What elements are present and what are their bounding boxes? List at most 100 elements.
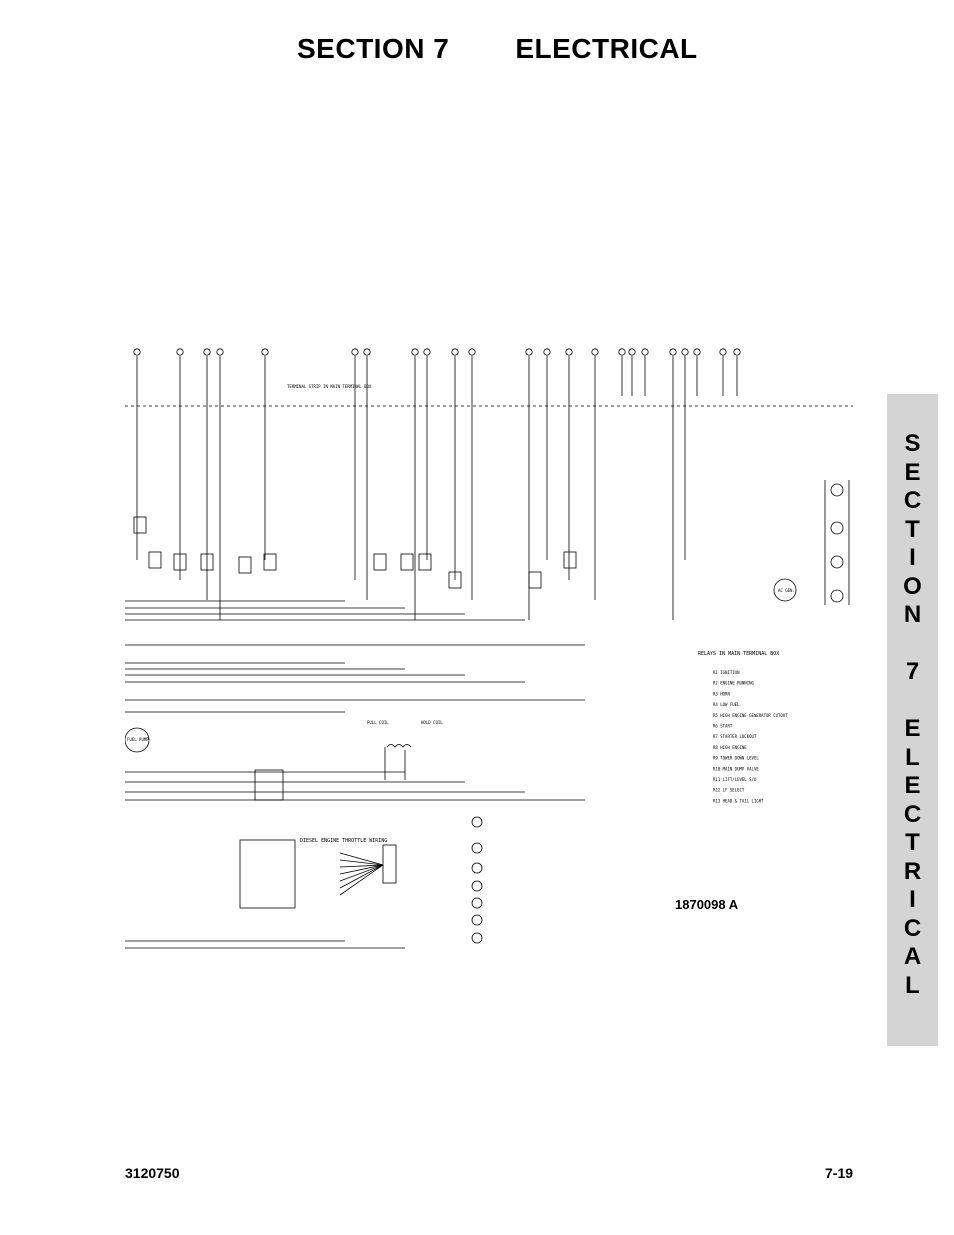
actuator <box>382 844 397 884</box>
throttle-wire <box>339 864 384 882</box>
relay-coil <box>173 553 187 571</box>
relay-coil <box>133 516 147 534</box>
relay-entry: R4 LOW FUEL <box>713 702 740 707</box>
connector-pin <box>468 348 476 356</box>
page-number: 7-19 <box>825 1165 854 1181</box>
top-connectors <box>133 348 741 396</box>
connector-pin <box>719 348 727 356</box>
connector-pin <box>733 348 741 356</box>
throttle-wire <box>339 864 384 875</box>
relay-entry: R1 IGNITION <box>713 670 740 675</box>
relay-coil <box>200 553 214 571</box>
side-tab-letter: R <box>903 857 922 885</box>
wiring-schematic: TERMINAL STRIP IN MAIN TERMINAL BOX RELA… <box>125 300 860 960</box>
fuel-pump <box>125 727 150 753</box>
throttle-wire <box>339 852 384 866</box>
relay-coil <box>238 556 252 574</box>
side-tab-letter: E <box>904 715 921 742</box>
connector-pin <box>133 348 141 356</box>
side-tab-letter: N <box>903 601 922 628</box>
side-tab-letter: O <box>903 572 922 600</box>
sender-gauge <box>471 880 483 892</box>
side-tab-letter <box>887 687 938 716</box>
schematic-drawing: TERMINAL STRIP IN MAIN TERMINAL BOX RELA… <box>125 348 853 949</box>
relay-entry: R9 TOWER DOWN LEVEL <box>713 756 759 761</box>
throttle-wire <box>339 864 384 889</box>
connector-pin <box>565 348 573 356</box>
relay-coils <box>133 516 577 589</box>
side-tab-letter: L <box>905 971 920 999</box>
side-tab-letter: E <box>904 458 921 486</box>
relay-entry: R13 HEAD & TAIL LIGHT <box>713 798 764 803</box>
relay-entry: R7 STARTER LOCKOUT <box>713 734 757 739</box>
side-tab-letter: C <box>903 914 922 942</box>
section-title: SECTION 7 ELECTRICAL <box>297 33 698 65</box>
engine-senders <box>471 816 483 944</box>
section-label: SECTION 7 <box>297 33 450 64</box>
relay-entry: R10 MAIN DUMP VALVE <box>713 766 759 771</box>
connector-pin <box>591 348 599 356</box>
connector-pin <box>261 348 269 356</box>
relay-coil <box>418 553 432 571</box>
sender-gauge <box>471 932 483 944</box>
side-tab-letter: E <box>904 772 921 799</box>
connector-pin <box>525 348 533 356</box>
pull-coil-timer <box>254 769 284 801</box>
relay-entry: R3 HORN <box>713 691 730 696</box>
side-tab-letter: I <box>909 886 916 913</box>
document-number: 3120750 <box>125 1165 180 1181</box>
connector-pin <box>618 348 626 356</box>
drawing-number: 1870098 A <box>675 897 739 912</box>
side-tab-letter: T <box>905 829 920 856</box>
ac-gen-label: AC GEN. <box>778 588 795 593</box>
side-tab-letter: L <box>905 743 920 771</box>
light-cluster <box>824 480 850 605</box>
side-tab-letter: A <box>903 943 922 970</box>
relay-coil <box>373 553 387 571</box>
throttle-wire <box>339 859 384 866</box>
relay-entry: R6 START <box>713 724 733 729</box>
connector-pin <box>216 348 224 356</box>
ac-generator <box>773 578 797 602</box>
connector-pin <box>203 348 211 356</box>
sender-gauge <box>471 914 483 926</box>
relay-entry: R8 HIGH ENGINE <box>713 745 747 750</box>
sender-gauge <box>471 897 483 909</box>
relay-list: R1 IGNITION R2 ENGINE RUNNING R3 HORN R4 LO… <box>713 670 788 803</box>
relay-coil <box>563 551 577 569</box>
side-tab-letter: C <box>903 487 922 514</box>
horizontal-wires <box>125 600 585 949</box>
connector-pin <box>681 348 689 356</box>
relay-entry: R2 ENGINE RUNNING <box>713 681 755 686</box>
hold-coil-label: HOLD COIL <box>421 720 443 725</box>
sender-gauge <box>471 842 483 854</box>
sender-gauge <box>471 862 483 874</box>
relay-coil <box>528 571 542 589</box>
fuel-solenoid <box>384 744 412 780</box>
side-tab-letter: S <box>904 430 921 457</box>
connector-pin <box>423 348 431 356</box>
pull-coil-label: PULL COIL <box>367 720 389 725</box>
vertical-wires <box>136 396 686 620</box>
side-tab-letter <box>887 630 938 659</box>
connector-pin <box>351 348 359 356</box>
connector-pin <box>451 348 459 356</box>
throttle-wire <box>339 864 384 868</box>
connector-pin <box>176 348 184 356</box>
fuel-pump-label: FUEL PUMP <box>127 737 149 742</box>
sender-gauge <box>471 816 483 828</box>
throttle-fan-wires <box>339 852 384 896</box>
terminal-strip-label: TERMINAL STRIP IN MAIN TERMINAL BOX <box>287 384 372 389</box>
side-tab-letter: I <box>909 544 916 571</box>
connector-pin <box>641 348 649 356</box>
relay-entry: R12 LF SELECT <box>713 788 745 793</box>
section-name: ELECTRICAL <box>515 33 698 64</box>
connector-pin <box>693 348 701 356</box>
connector-pin <box>669 348 677 356</box>
relay-entry: R5 HIGH ENGINE GENERATOR CUTOUT <box>713 713 788 718</box>
side-tab-letter: C <box>903 800 922 828</box>
relay-entry: R11 LIFT/LEVEL S/O <box>713 777 757 782</box>
side-tab-letter: T <box>905 515 920 543</box>
throttle-controller <box>239 839 296 909</box>
